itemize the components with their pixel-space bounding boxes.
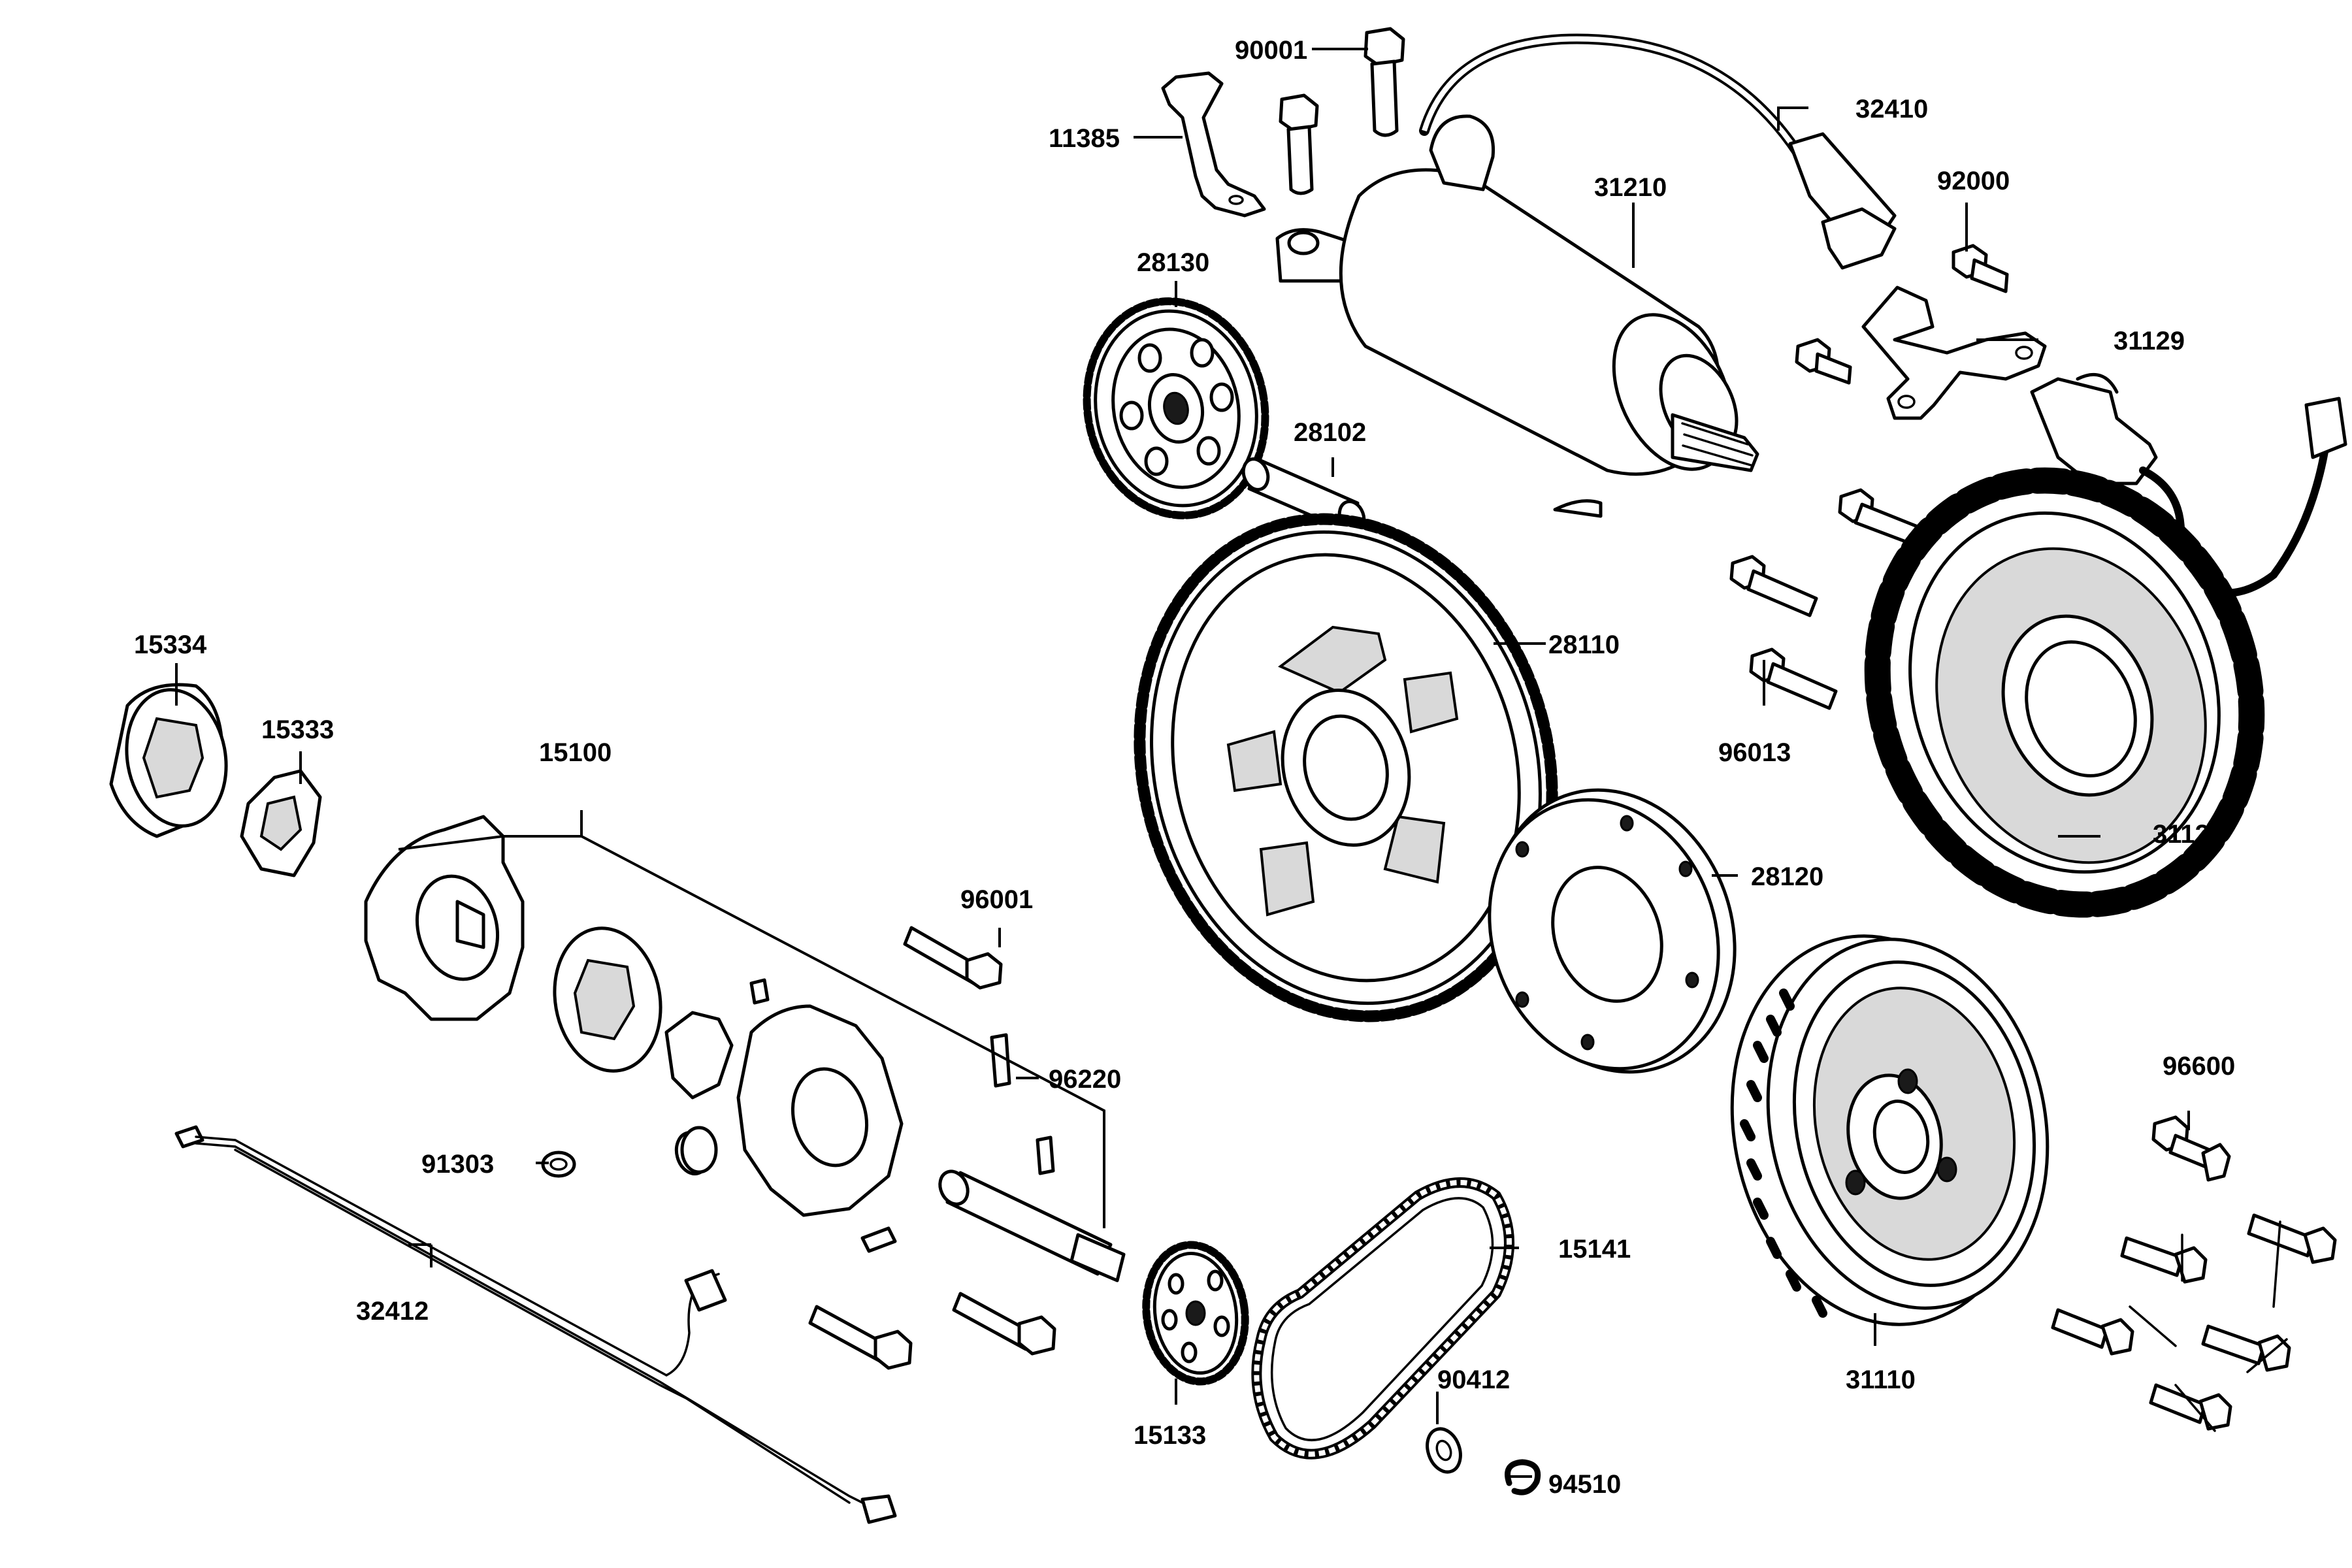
- label-90001: 90001: [1235, 36, 1307, 65]
- one-way-clutch-28120: [1488, 788, 1737, 1074]
- oil-pump-assembly-15100: [364, 815, 904, 1253]
- label-32412: 32412: [356, 1297, 429, 1326]
- label-15100: 15100: [539, 738, 612, 767]
- label-15333: 15333: [261, 715, 334, 744]
- bolt-96013: [1729, 488, 1923, 710]
- label-28102: 28102: [1294, 418, 1366, 447]
- label-96600: 96600: [2163, 1052, 2235, 1081]
- bolt-96600: [2051, 1115, 2337, 1432]
- bracket-31129: [1861, 286, 2047, 420]
- starter-gear-28110: [1134, 513, 1558, 1022]
- label-90412: 90412: [1437, 1365, 1510, 1394]
- idle-gear-28130: [1083, 297, 1269, 519]
- bolt-92000: [1795, 244, 2009, 385]
- bolt-oil-pump: [808, 1292, 1056, 1370]
- label-31110: 31110: [1846, 1365, 1916, 1394]
- label-96001: 96001: [960, 885, 1033, 914]
- stator-31120: [1864, 372, 2347, 918]
- bracket-11385: [1161, 71, 1266, 218]
- leader-lines: [175, 48, 2190, 1478]
- label-91303: 91303: [421, 1150, 494, 1179]
- washer-90412: [1426, 1427, 1462, 1474]
- inner-rotor-15333: [240, 769, 322, 877]
- label-96220: 96220: [1049, 1065, 1121, 1094]
- label-11385: 11385: [1049, 124, 1120, 153]
- flywheel-rotor-31110: [1730, 934, 2050, 1326]
- label-96013: 96013: [1718, 738, 1791, 767]
- label-92000: 92000: [1937, 167, 2010, 195]
- bolt-90001: [1279, 27, 1405, 195]
- label-31129: 31129: [2114, 327, 2185, 355]
- lead-wire-32410: [1419, 33, 1897, 270]
- starter-motor-31210: [1275, 114, 1759, 518]
- label-94510: 94510: [1548, 1470, 1621, 1499]
- label-28110: 28110: [1548, 630, 1620, 659]
- wire-harness-32412: [174, 1125, 897, 1524]
- outer-rotor-15334: [109, 683, 228, 838]
- label-15133: 15133: [1134, 1421, 1206, 1450]
- label-31210: 31210: [1594, 173, 1667, 202]
- chain-15141: [1251, 1177, 1514, 1460]
- label-31120: 31120: [2153, 820, 2224, 849]
- oil-pump-shaft: [938, 1169, 1126, 1282]
- label-15334: 15334: [134, 630, 207, 659]
- label-15141: 15141: [1558, 1235, 1631, 1264]
- circlip-94510: [1505, 1459, 1541, 1495]
- dowel-pin-96220: [990, 1033, 1055, 1175]
- bolt-96001: [903, 926, 1003, 990]
- o-ring-pump: [680, 1126, 718, 1174]
- label-28130: 28130: [1137, 248, 1209, 277]
- label-28120: 28120: [1751, 862, 1823, 891]
- label-32410: 32410: [1855, 95, 1928, 123]
- sprocket-15133: [1142, 1241, 1249, 1386]
